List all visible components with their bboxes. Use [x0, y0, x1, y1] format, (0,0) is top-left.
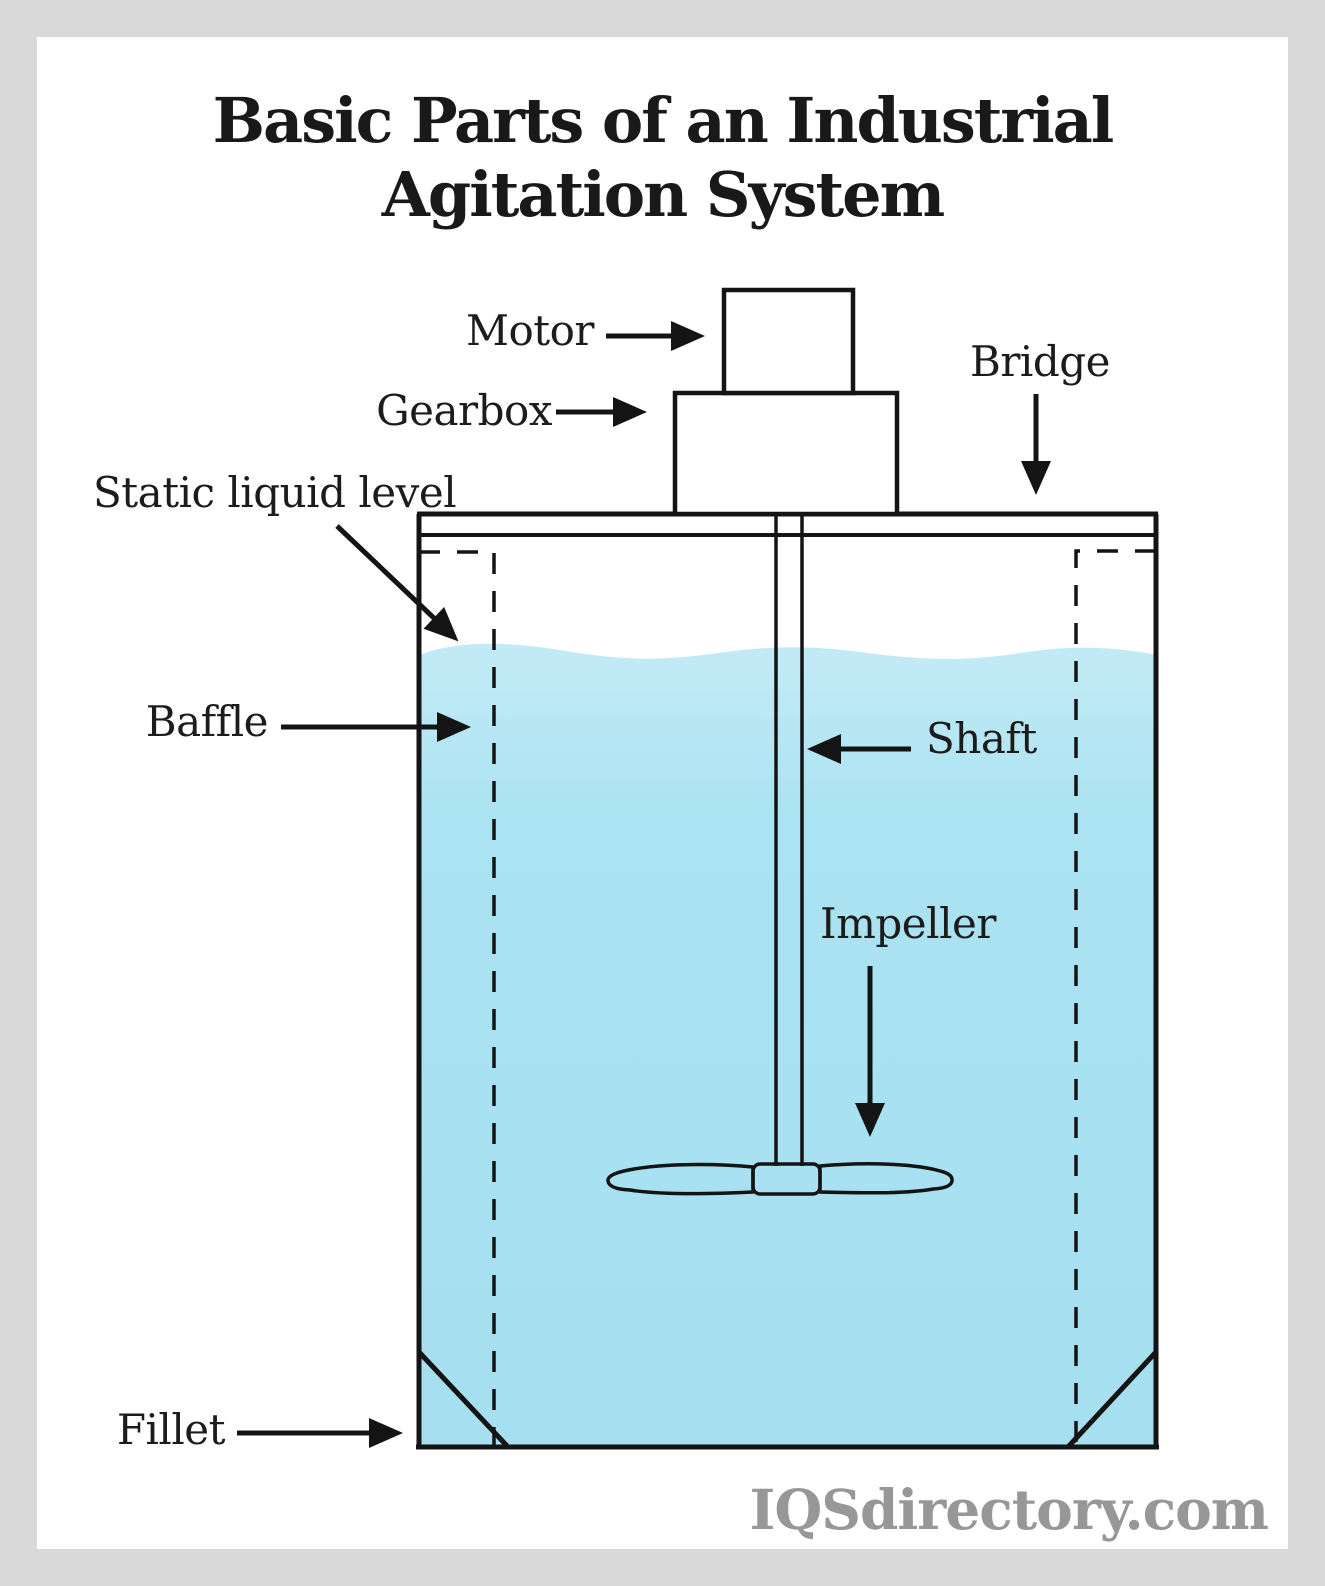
label-shaft: Shaft — [926, 714, 1037, 763]
page-title-line-2: Agitation System — [381, 158, 945, 231]
static-liquid-level-arrow — [335, 524, 459, 642]
impeller-blade-right — [818, 1161, 954, 1195]
page-title: Basic Parts of an Industrial Agitation S… — [0, 84, 1325, 232]
fillet-left-line — [417, 1350, 510, 1449]
shaft-lines — [774, 514, 804, 1166]
baffle-dashed-right — [1074, 549, 1156, 1447]
label-bridge: Bridge — [969, 337, 1111, 386]
fillet-right-line — [1066, 1350, 1158, 1449]
watermark-text: IQSdirectory.com — [749, 1477, 1269, 1542]
label-static-liquid-level: Static liquid level — [93, 468, 457, 517]
gearbox-box — [672, 390, 900, 517]
page-title-line-1: Basic Parts of an Industrial — [212, 84, 1115, 157]
tank-walls — [416, 514, 1159, 1450]
label-fillet: Fillet — [116, 1405, 226, 1454]
liquid-body — [417, 643, 1157, 1447]
label-motor: Motor — [465, 306, 595, 355]
label-impeller: Impeller — [820, 899, 996, 948]
motor-box — [721, 287, 856, 396]
label-baffle: Baffle — [145, 697, 269, 746]
label-gearbox: Gearbox — [376, 386, 552, 435]
impeller-blade-left — [606, 1162, 755, 1196]
